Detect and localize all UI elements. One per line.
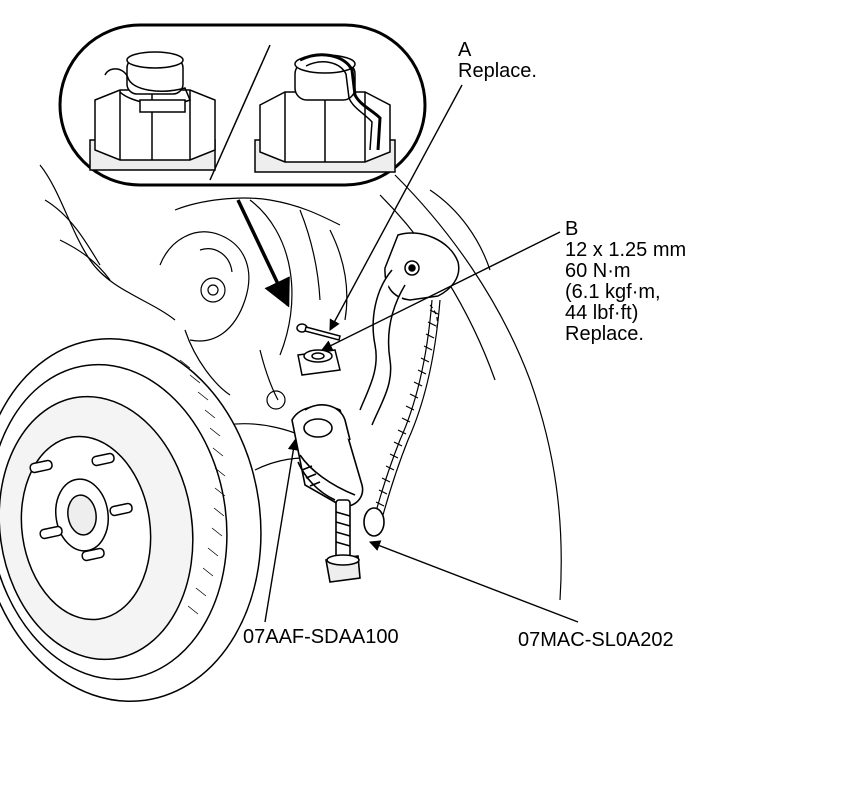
callout-a-note: Replace. bbox=[458, 60, 537, 82]
castle-nut-icon bbox=[297, 349, 341, 376]
tie-rod bbox=[359, 232, 460, 426]
tool-label-right: 07MAC-SL0A202 bbox=[518, 629, 674, 651]
callout-b-torque-kgfm: (6.1 kgf·m, bbox=[565, 281, 661, 303]
inset-leader-lines bbox=[236, 199, 290, 308]
callout-b: B 12 x 1.25 mm 60 N·m (6.1 kgf·m, 44 lbf… bbox=[565, 219, 686, 345]
callout-b-torque-nm: 60 N·m bbox=[565, 260, 631, 282]
ball-joint-remover-tool bbox=[291, 404, 385, 583]
brake-disc bbox=[0, 337, 262, 703]
callout-a: A Replace. bbox=[458, 40, 537, 82]
callout-b-torque-lbfft: 44 lbf·ft) bbox=[565, 302, 639, 324]
disc-vent-hatching bbox=[179, 359, 226, 615]
castle-nut-right-icon bbox=[254, 53, 396, 173]
callout-leaders bbox=[264, 84, 579, 623]
callout-b-letter: B bbox=[565, 218, 579, 240]
knuckle-background bbox=[39, 164, 562, 601]
callout-b-thread-size: 12 x 1.25 mm bbox=[565, 239, 687, 261]
cotter-pin-icon bbox=[296, 323, 341, 341]
callout-b-note: Replace. bbox=[565, 323, 644, 345]
tool-label-left: 07AAF-SDAA100 bbox=[243, 626, 399, 648]
callout-a-letter: A bbox=[458, 39, 472, 61]
castle-nut-left-icon bbox=[89, 51, 216, 171]
safety-chain bbox=[374, 299, 441, 516]
